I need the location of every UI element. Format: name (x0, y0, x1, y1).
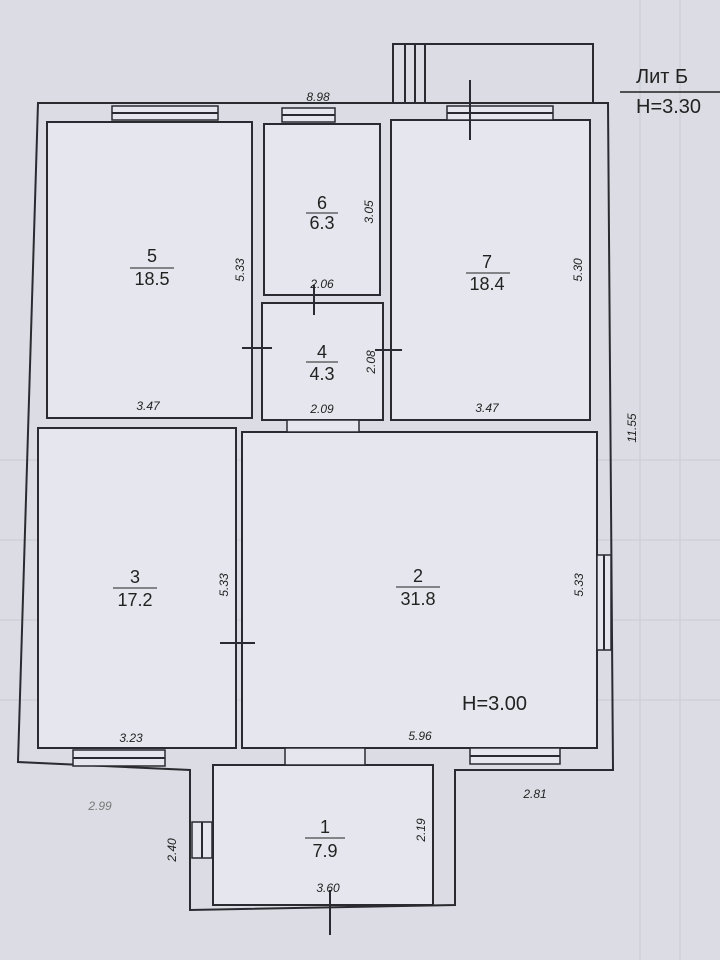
doors (220, 80, 471, 935)
room-dim: 5.33 (233, 258, 247, 282)
room-dim: 5.33 (572, 573, 586, 597)
room-dim: 3.05 (362, 200, 376, 224)
room-dim: 2.08 (364, 350, 378, 375)
room-dim: 5.33 (217, 573, 231, 597)
room-dim: 5.30 (571, 258, 585, 282)
ceiling-height-main: H=3.00 (462, 693, 527, 715)
outside-dim-left: 2.99 (87, 799, 112, 813)
room-number: 1 (320, 817, 330, 837)
room-3-label: 3 17.2 5.33 3.23 (113, 567, 231, 745)
room-1-label: 1 7.9 2.19 3.60 (305, 817, 428, 895)
room-number: 5 (147, 246, 157, 266)
room-5-label: 5 18.5 5.33 3.47 (130, 246, 247, 413)
room-6 (263, 123, 381, 296)
room-2 (241, 431, 598, 749)
room-area: 6.3 (309, 213, 334, 233)
room-dim: 3.47 (136, 399, 161, 413)
room-dim: 2.19 (414, 818, 428, 843)
room-area: 18.4 (469, 274, 504, 294)
room-5 (46, 121, 253, 419)
room-dim: 5.96 (408, 729, 432, 743)
room-number: 3 (130, 567, 140, 587)
room-1 (212, 764, 434, 906)
room-4-label: 4 4.3 2.08 2.09 (306, 342, 378, 416)
room-number: 4 (317, 342, 327, 362)
room-area: 4.3 (309, 364, 334, 384)
room-dim: 2.09 (309, 402, 334, 416)
room-area: 31.8 (400, 589, 435, 609)
room-area: 17.2 (117, 590, 152, 610)
room-dim: 2.06 (309, 277, 334, 291)
total-length-dim: 11.55 (625, 413, 639, 442)
room-7-label: 7 18.4 5.30 3.47 (466, 252, 585, 415)
lit-label: Лит Б (636, 66, 688, 88)
room-area: 7.9 (312, 841, 337, 861)
room-number: 2 (413, 566, 423, 586)
outside-dim-right: 2.81 (522, 787, 546, 801)
room-6-label: 6 6.3 3.05 2.06 (306, 193, 376, 291)
room-dim: 3.47 (475, 401, 500, 415)
entrance-stairs (392, 43, 594, 103)
room-number: 7 (482, 252, 492, 272)
porch-dim: 2.40 (165, 838, 179, 863)
ceiling-height-top: H=3.30 (636, 96, 701, 118)
room-area: 18.5 (134, 269, 169, 289)
room-number: 6 (317, 193, 327, 213)
windows (72, 105, 612, 859)
room-2-label: 2 31.8 5.33 5.96 H=3.00 (396, 566, 586, 743)
room-7 (390, 119, 591, 421)
room-dim: 3.23 (119, 731, 143, 745)
room-dim: 3.60 (316, 881, 340, 895)
top-width-dim: 8.98 (306, 90, 330, 104)
